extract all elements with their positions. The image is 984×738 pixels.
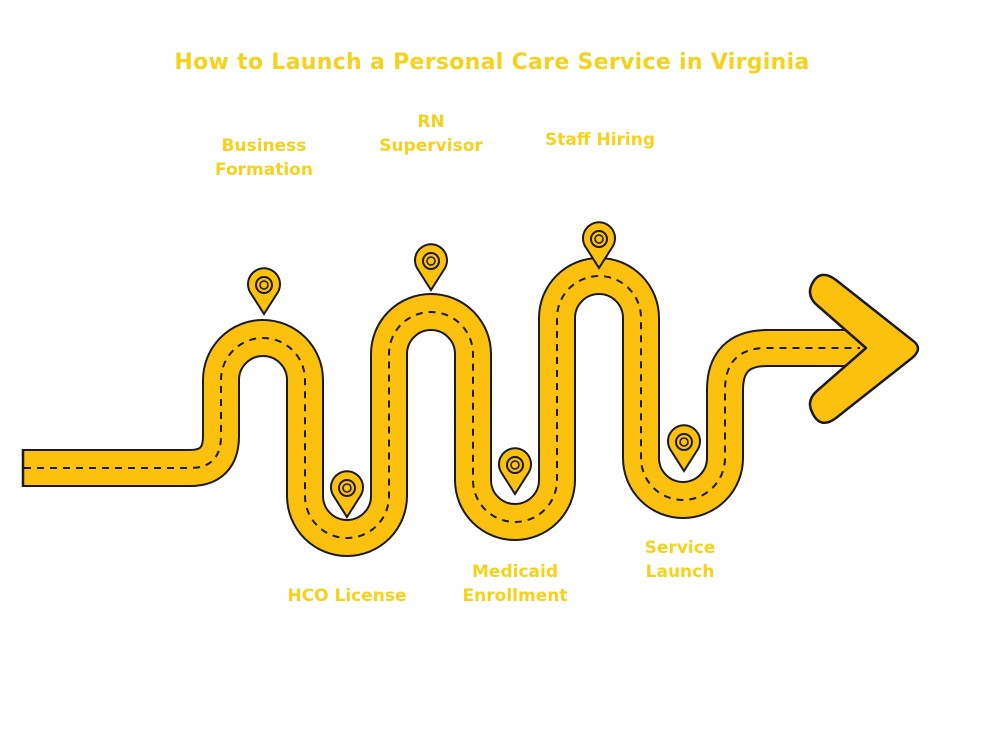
page-title: How to Launch a Personal Care Service in…	[174, 50, 810, 75]
map-pin-icon	[414, 243, 448, 292]
step-label-staff-hiring: Staff Hiring	[544, 130, 656, 150]
road-fill	[22, 259, 880, 555]
map-pin-icon	[582, 221, 616, 270]
map-pin-icon	[247, 267, 281, 316]
map-pin-icon	[667, 424, 701, 473]
step-label-hco-license: HCO License	[287, 586, 407, 606]
step-label-business-formation: Business Formation	[215, 136, 313, 180]
arrow-head-icon	[808, 273, 920, 425]
step-label-service-launch: Service Launch	[644, 538, 716, 582]
step-label-medicaid-enrollment: Medicaid Enrollment	[462, 562, 568, 606]
map-pin-icon	[498, 447, 532, 496]
road-center-line	[24, 275, 860, 539]
map-pin-icon	[330, 470, 364, 519]
step-label-rn-supervisor: RN Supervisor	[379, 112, 483, 156]
